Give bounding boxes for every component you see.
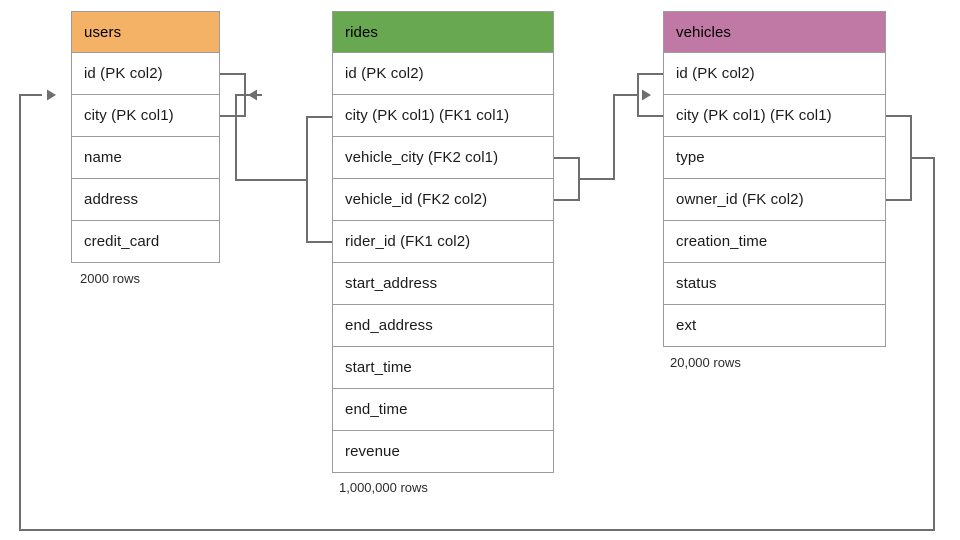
relationship-line xyxy=(220,73,332,243)
relationship-arrowhead xyxy=(47,89,56,101)
entity-field[interactable]: rider_id (FK1 col2) xyxy=(332,221,554,263)
relationship-rides-rider-fk1-to-users xyxy=(220,73,332,243)
relationship-arrowhead xyxy=(642,89,651,101)
entity-field[interactable]: vehicle_city (FK2 col1) xyxy=(332,137,554,179)
entity-field[interactable]: creation_time xyxy=(663,221,886,263)
entity-field[interactable]: type xyxy=(663,137,886,179)
relationship-rides-vehicle-fk2-to-vehicles xyxy=(554,73,663,201)
relationship-arrowhead xyxy=(248,89,257,101)
entity-field[interactable]: ext xyxy=(663,305,886,347)
entity-field[interactable]: city (PK col1) (FK col1) xyxy=(663,95,886,137)
entity-field[interactable]: start_time xyxy=(332,347,554,389)
entity-field[interactable]: id (PK col2) xyxy=(71,53,220,95)
entity-field[interactable]: end_time xyxy=(332,389,554,431)
entity-field[interactable]: vehicle_id (FK2 col2) xyxy=(332,179,554,221)
entity-field[interactable]: revenue xyxy=(332,431,554,473)
entity-field[interactable]: address xyxy=(71,179,220,221)
entity-field[interactable]: end_address xyxy=(332,305,554,347)
entity-field[interactable]: credit_card xyxy=(71,221,220,263)
entity-field[interactable]: id (PK col2) xyxy=(663,53,886,95)
entity-field[interactable]: city (PK col1) (FK1 col1) xyxy=(332,95,554,137)
entity-field[interactable]: city (PK col1) xyxy=(71,95,220,137)
entity-field[interactable]: status xyxy=(663,263,886,305)
entity-header-vehicles[interactable]: vehicles xyxy=(663,11,886,53)
entity-field[interactable]: start_address xyxy=(332,263,554,305)
entity-field[interactable]: id (PK col2) xyxy=(332,53,554,95)
row-count-label-users: 2000 rows xyxy=(80,271,140,286)
entity-field[interactable]: name xyxy=(71,137,220,179)
entity-header-users[interactable]: users xyxy=(71,11,220,53)
relationship-line xyxy=(554,73,663,201)
row-count-label-vehicles: 20,000 rows xyxy=(670,355,741,370)
entity-field[interactable]: owner_id (FK col2) xyxy=(663,179,886,221)
entity-header-rides[interactable]: rides xyxy=(332,11,554,53)
row-count-label-rides: 1,000,000 rows xyxy=(339,480,428,495)
